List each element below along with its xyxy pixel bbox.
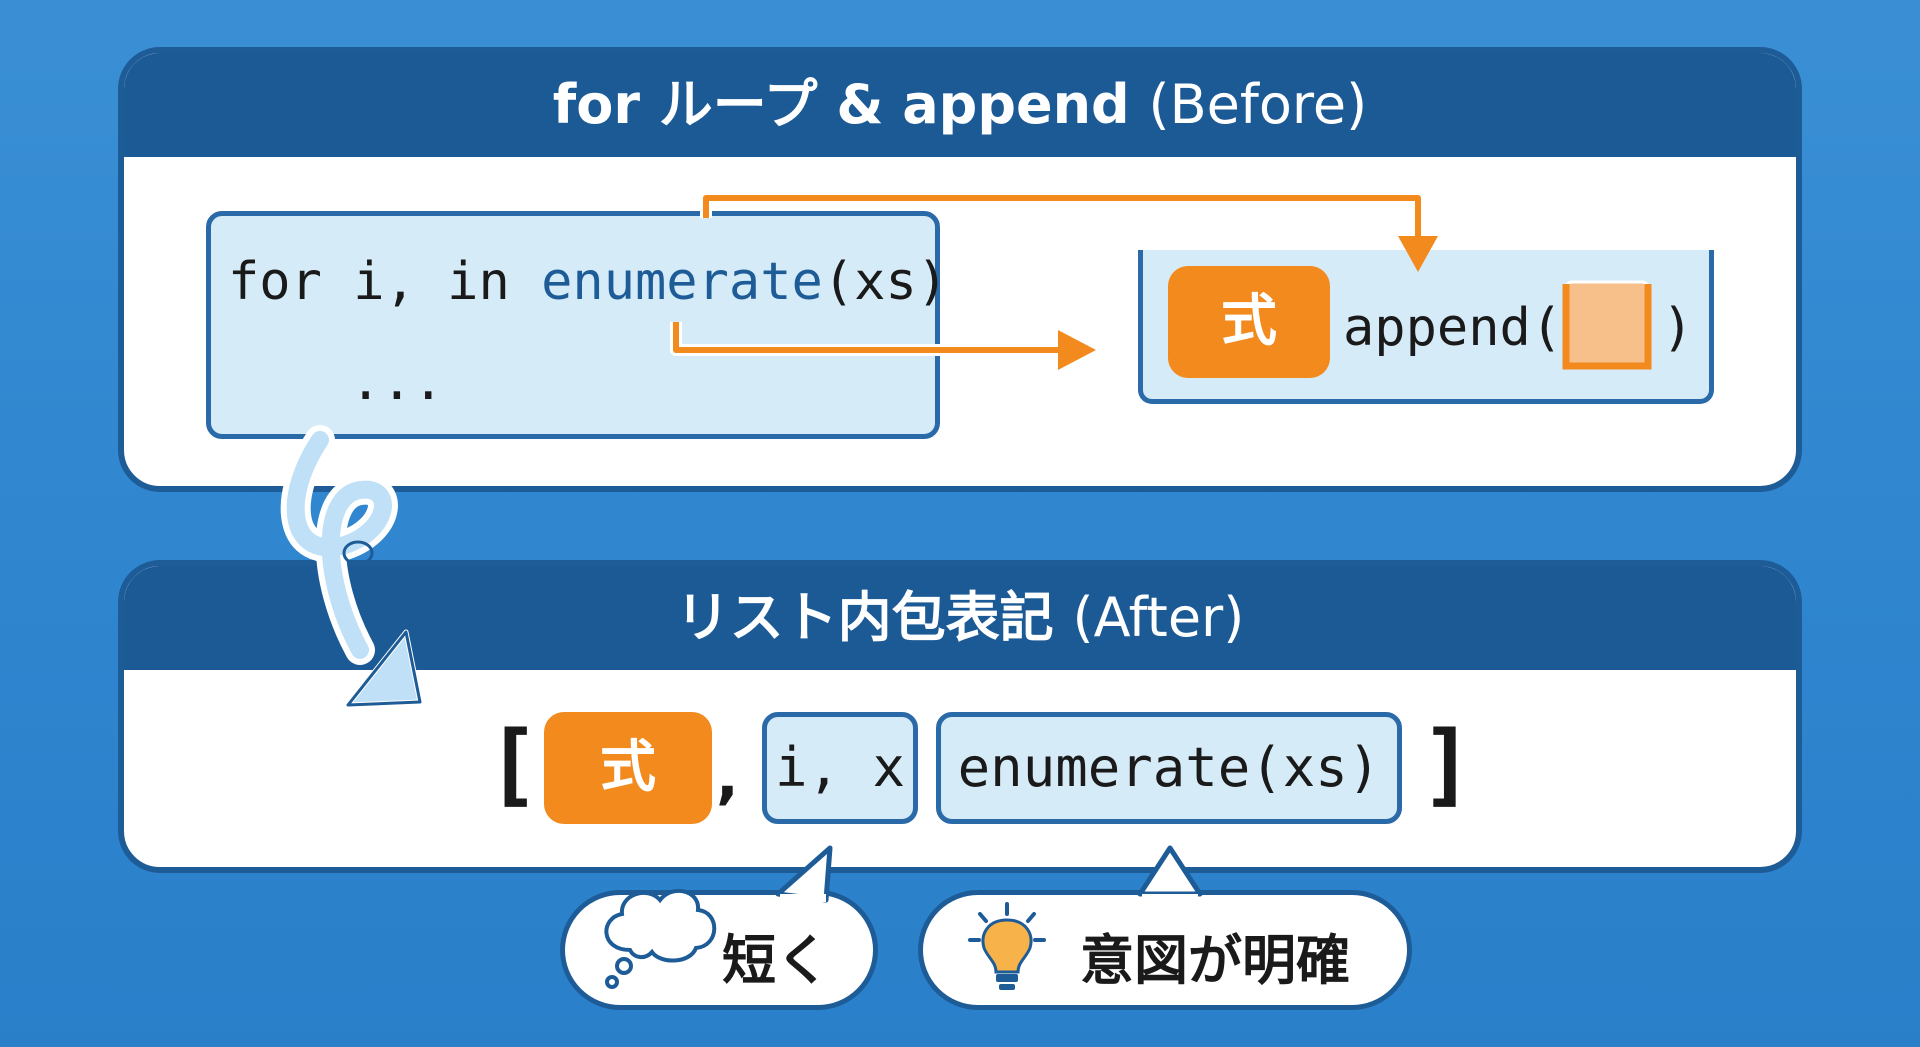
append-close-paren: ) xyxy=(1662,298,1694,358)
for-loop-ellipsis: ... xyxy=(350,352,444,412)
after-panel-title: リスト内包表記 (After) xyxy=(124,566,1796,670)
after-expr-tile: 式 xyxy=(544,712,712,824)
before-title-paren: (Before) xyxy=(1148,73,1368,136)
arrow-to-append-slot xyxy=(700,192,1438,272)
before-title-main: for ループ & append xyxy=(552,73,1130,136)
code-xs-arg: (xs) xyxy=(822,252,949,312)
iterable-text: enumerate(xs) xyxy=(957,736,1381,799)
comma-separator: , xyxy=(716,742,739,812)
code-enumerate: enumerate xyxy=(541,252,823,312)
lightbulb-icon xyxy=(968,902,1046,990)
benefit-label-clear: 意図が明確 xyxy=(1080,929,1350,992)
benefit-label-short: 短く xyxy=(722,929,830,992)
code-for-keyword: for i, in xyxy=(228,252,542,312)
benefit-bubble-short xyxy=(560,890,878,1010)
append-slot-icon xyxy=(1562,280,1652,370)
transform-arrow-icon xyxy=(280,425,423,708)
after-title-main: リスト内包表記 xyxy=(675,586,1054,649)
bubble-tail-short xyxy=(775,845,833,903)
before-panel-title: for ループ & append (Before) xyxy=(124,53,1796,157)
iterable-box xyxy=(936,712,1402,824)
close-bracket: ] xyxy=(1420,712,1475,817)
for-loop-code-box xyxy=(206,211,940,439)
for-loop-code-line: for i, in enumerate(xs) xyxy=(228,252,948,312)
vars-text: i, x xyxy=(774,736,906,799)
after-expr-label: 式 xyxy=(600,735,656,800)
after-title-paren: (After) xyxy=(1072,586,1245,649)
before-expr-label: 式 xyxy=(1221,289,1277,354)
bubble-tail-clear xyxy=(1137,845,1203,902)
append-call-text: append( xyxy=(1343,298,1563,358)
thought-cloud-icon xyxy=(604,889,717,989)
vars-box xyxy=(762,712,918,824)
open-bracket: [ xyxy=(486,712,541,817)
arrow-to-append-box xyxy=(670,322,1096,370)
before-expr-tile: 式 xyxy=(1168,266,1330,378)
